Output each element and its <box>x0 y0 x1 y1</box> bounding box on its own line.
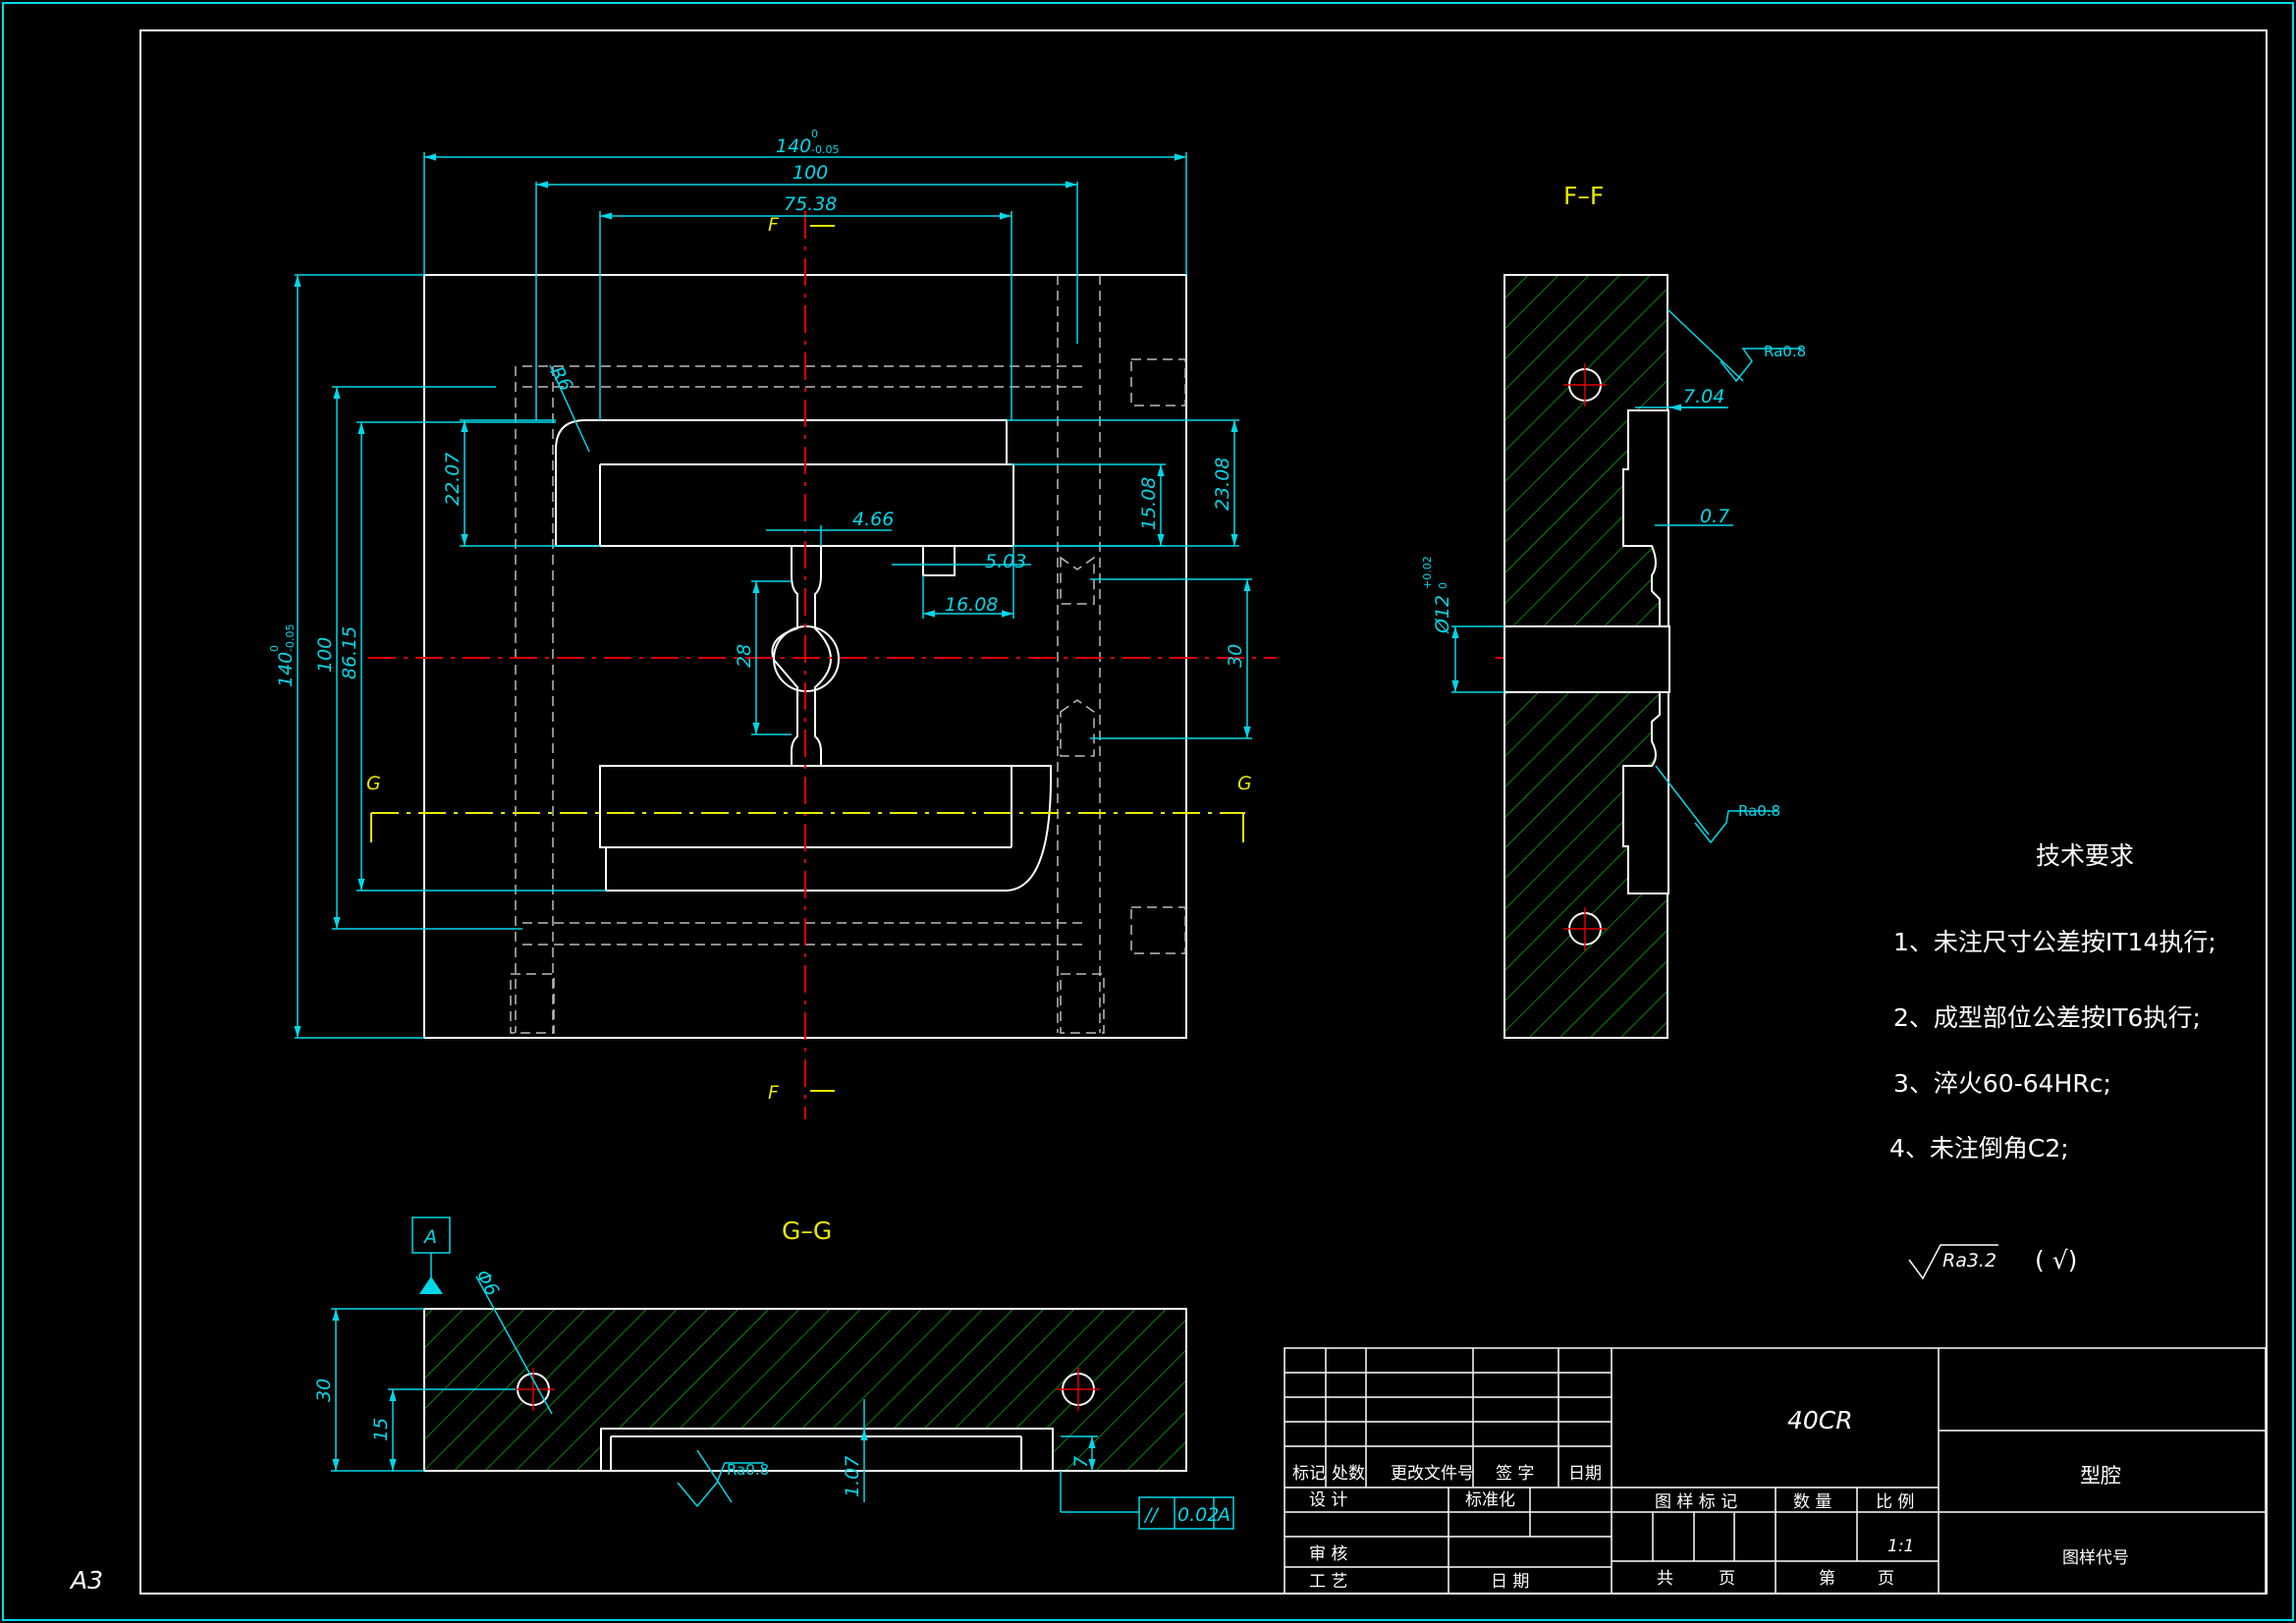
tech-item-1: 1、未注尺寸公差按IT14执行; <box>1893 928 2216 956</box>
title-block-lines <box>1284 1347 2267 1595</box>
section-ff-dimension-texts: Ra0.8 7.04 0.7 Ø12 +0.02 0 Ra0.8 <box>1421 343 1806 820</box>
cut-label-f-top: F <box>768 214 780 236</box>
ff-dim-7-04: 7.04 <box>1683 386 1724 407</box>
ff-ra-bottom: Ra0.8 <box>1738 802 1780 820</box>
upper-cavity <box>555 419 1014 547</box>
section-ff <box>1503 274 1670 1039</box>
tb-page2: 页 <box>1878 1569 1894 1589</box>
dim-140-width-tol-lower: -0.05 <box>811 143 839 156</box>
surface-note-suffix: ( √) <box>2035 1246 2077 1274</box>
hidden-lines <box>510 275 1186 1034</box>
dim-140-height: 140 <box>275 652 297 687</box>
tb-pattern-mark: 图 样 标 记 <box>1655 1492 1737 1512</box>
tb-review: 审 核 <box>1309 1544 1347 1564</box>
tb-scale: 1:1 <box>1887 1537 1914 1556</box>
dim-4-66: 4.66 <box>852 509 894 530</box>
tech-title: 技术要求 <box>2036 841 2134 870</box>
ff-dim-dia12: Ø12 <box>1432 595 1453 634</box>
sheet-size: A3 <box>69 1566 103 1595</box>
tb-drawing-code: 图样代号 <box>2062 1548 2129 1568</box>
dim-30-right: 30 <box>1225 644 1246 668</box>
dim-75-38: 75.38 <box>784 193 837 215</box>
tb-h-docno: 更改文件号 <box>1391 1464 1474 1484</box>
dim-28: 28 <box>734 644 755 668</box>
plan-dimension-lines <box>294 152 1252 1039</box>
title-block-texts: 40CR 型腔 图样代号 标记 处数 更改文件号 签 字 日期 设 计 标准化 … <box>1292 1406 2129 1592</box>
gg-dim-1-07: 1.07 <box>842 1456 863 1497</box>
section-gg-dimension-lines <box>331 1217 1234 1530</box>
cut-label-f-bottom: F <box>768 1082 780 1104</box>
dim-100-left: 100 <box>314 637 336 673</box>
dim-22-07: 22.07 <box>442 453 464 506</box>
gg-dim-phi6: Φ6 <box>471 1267 504 1300</box>
tb-process: 工 艺 <box>1309 1572 1347 1592</box>
surface-note: Ra3.2 <box>1942 1250 1996 1271</box>
section-ff-title: F–F <box>1563 182 1604 210</box>
dim-86-15: 86.15 <box>339 626 360 679</box>
gg-ra: Ra0.8 <box>727 1461 769 1479</box>
datum-a: A <box>422 1226 437 1248</box>
ff-dim-dia12-tol-upper: +0.02 <box>1421 556 1434 589</box>
surface-roughness-symbol <box>1908 1244 1998 1280</box>
tech-item-2: 2、成型部位公差按IT6执行; <box>1893 1003 2201 1032</box>
section-ff-dimension-lines <box>1451 308 1802 844</box>
center-lines <box>368 211 1650 1119</box>
tb-h-count: 处数 <box>1332 1464 1365 1484</box>
gg-dim-30: 30 <box>313 1379 335 1402</box>
tech-requirements: 技术要求 1、未注尺寸公差按IT14执行; 2、成型部位公差按IT6执行; 3、… <box>1889 841 2216 1280</box>
dim-140-height-tol-upper: 0 <box>268 645 281 652</box>
dim-100-top: 100 <box>793 162 828 184</box>
tech-item-4: 4、未注倒角C2; <box>1889 1134 2069 1163</box>
gate-notch <box>922 546 956 576</box>
ff-dim-0-7: 0.7 <box>1700 506 1729 527</box>
parallel-symbol: // <box>1143 1504 1160 1526</box>
parallel-tolerance: 0.02 <box>1177 1504 1219 1526</box>
datum-triangle <box>419 1276 443 1294</box>
dim-140-width: 140 <box>776 135 811 157</box>
ff-ra-top: Ra0.8 <box>1764 343 1806 360</box>
parallel-datum: A <box>1216 1504 1230 1526</box>
tb-h-mark: 标记 <box>1292 1464 1326 1484</box>
tb-page1: 页 <box>1719 1569 1735 1589</box>
tb-scale-label: 比 例 <box>1876 1492 1914 1512</box>
dim-140-height-tol-lower: -0.05 <box>284 624 297 652</box>
tb-h-sign: 签 字 <box>1496 1464 1534 1484</box>
tb-sheet-no: 第 <box>1819 1569 1835 1589</box>
tb-date2: 日 期 <box>1491 1572 1529 1592</box>
dim-140-width-tol-upper: 0 <box>811 128 818 140</box>
tb-total: 共 <box>1657 1569 1673 1589</box>
dim-15-08: 15.08 <box>1138 477 1160 530</box>
runner <box>771 546 832 767</box>
tb-material: 40CR <box>1787 1406 1853 1434</box>
cut-label-g-left: G <box>366 773 381 794</box>
tb-h-date: 日期 <box>1568 1464 1602 1484</box>
tb-quantity: 数 量 <box>1793 1492 1831 1512</box>
cut-lines <box>370 225 1245 1092</box>
tech-item-3: 3、淬火60-64HRc; <box>1893 1069 2111 1098</box>
tb-part-name: 型腔 <box>2080 1464 2121 1488</box>
lower-cavity <box>599 765 1053 892</box>
tb-design: 设 计 <box>1309 1490 1347 1510</box>
gg-dim-15: 15 <box>370 1418 392 1441</box>
section-gg-title: G–G <box>782 1217 832 1245</box>
tb-standardize: 标准化 <box>1465 1490 1515 1510</box>
dim-23-08: 23.08 <box>1212 458 1233 511</box>
ff-dim-dia12-tol-lower: 0 <box>1437 582 1449 589</box>
cut-label-g-right: G <box>1237 773 1252 794</box>
gg-dim-7: 7 <box>1070 1456 1092 1468</box>
dim-16-08: 16.08 <box>945 594 998 616</box>
dim-5-03: 5.03 <box>985 551 1026 572</box>
inner-border <box>139 29 2268 1595</box>
